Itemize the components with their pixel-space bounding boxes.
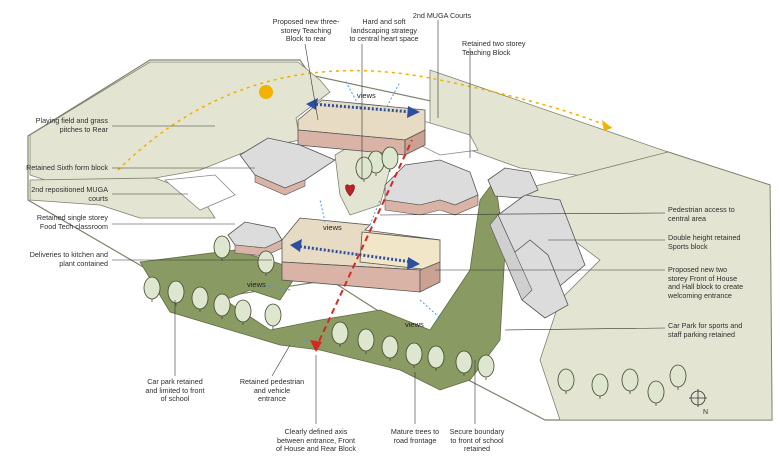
tree-icon xyxy=(669,364,687,390)
sixth-form-wall xyxy=(254,174,306,196)
label-pedestrian-vehicle: Retained pedestrian and vehicle entrance xyxy=(239,377,305,404)
view-label: views xyxy=(323,223,342,232)
view-label: views xyxy=(357,91,376,100)
view-ray-1 xyxy=(344,79,361,109)
view-ray-2 xyxy=(384,81,401,111)
compass-letter: N xyxy=(703,409,708,416)
label-double-height: Double height retained Sports block xyxy=(668,233,741,251)
retained-teaching-wall xyxy=(384,194,479,216)
tree-icon xyxy=(621,368,639,394)
tree-icon xyxy=(357,328,375,354)
label-playing-field: Playing field and grass pitches to Rear xyxy=(35,116,108,134)
retained-block-small-roof xyxy=(487,167,539,199)
label-landscaping: Hard and soft landscaping strategy to ce… xyxy=(349,17,419,44)
tree-icon xyxy=(591,373,609,399)
field-west xyxy=(29,177,216,219)
tree-icon xyxy=(167,280,185,306)
view-ray-4 xyxy=(369,199,381,226)
tree-icon xyxy=(143,276,161,302)
label-repositioned-muga: 2nd repositioned MUGA courts xyxy=(31,185,108,203)
tree-icon xyxy=(477,354,495,380)
view-arrowhead-rear-right xyxy=(407,106,420,118)
view-arrowhead-front-right xyxy=(407,257,420,270)
label-axis: Clearly defined axis between entrance, F… xyxy=(276,427,356,454)
heart-icon xyxy=(345,184,355,197)
label-deliveries: Deliveries to kitchen and plant containe… xyxy=(29,250,108,268)
front-of-house-wall-side xyxy=(419,261,441,293)
red-axis xyxy=(314,139,413,351)
label-car-park-front: Car park retained and limited to front o… xyxy=(145,377,205,404)
sports-block-wall xyxy=(489,214,533,301)
sun-path-arrowhead xyxy=(602,120,612,131)
entrance-arrow xyxy=(299,339,306,346)
view-label: views xyxy=(247,280,266,289)
north-arrow-icon xyxy=(689,389,707,407)
label-proposed-teaching-block: Proposed new three- storey Teaching Bloc… xyxy=(272,17,340,44)
view-label: views xyxy=(405,320,424,329)
tree-icon xyxy=(264,303,282,329)
label-second-muga: 2nd MUGA Courts xyxy=(412,11,472,20)
view-ray-6 xyxy=(419,299,441,319)
tree-icon xyxy=(234,299,252,325)
field-east xyxy=(519,151,773,421)
tree-icon xyxy=(405,342,423,368)
sun-icon xyxy=(259,85,273,99)
tree-icon xyxy=(331,321,349,347)
label-sixth-form: Retained Sixth form block xyxy=(26,163,108,172)
view-arrow-rear xyxy=(311,102,413,114)
tree-icon xyxy=(213,293,231,319)
label-secure-boundary: Secure boundary to front of school retai… xyxy=(449,427,505,454)
label-car-park-sports: Car Park for sports and staff parking re… xyxy=(668,321,743,339)
view-arrow-front xyxy=(295,244,413,264)
tree-icon xyxy=(647,380,665,406)
tree-icon xyxy=(455,350,473,376)
tree-group xyxy=(143,146,687,406)
red-axis-arrowhead xyxy=(310,340,322,352)
view-ray-5 xyxy=(261,284,291,291)
tree-icon xyxy=(213,235,231,261)
leader-lines xyxy=(112,20,666,424)
front-green-zone xyxy=(139,178,506,391)
tree-icon xyxy=(381,146,399,172)
label-retained-two-storey: Retained two storey Teaching Block xyxy=(462,39,526,57)
tree-icon xyxy=(427,345,445,371)
tree-icon xyxy=(381,335,399,361)
view-arrowhead-front-left xyxy=(290,239,302,252)
tree-icon xyxy=(355,156,373,182)
label-pedestrian-access: Pedestrian access to central area xyxy=(668,205,735,223)
label-front-of-house: Proposed new two storey Front of House a… xyxy=(668,265,744,300)
teaching-block-wall-side xyxy=(404,129,426,156)
label-food-tech: Retained single storey Food Tech classro… xyxy=(36,213,108,231)
tree-icon xyxy=(557,368,575,394)
muga-courts-west xyxy=(164,174,236,211)
label-mature-trees: Mature trees to road frontage xyxy=(390,427,440,445)
tree-icon xyxy=(191,286,209,312)
tree-icon xyxy=(257,250,275,276)
